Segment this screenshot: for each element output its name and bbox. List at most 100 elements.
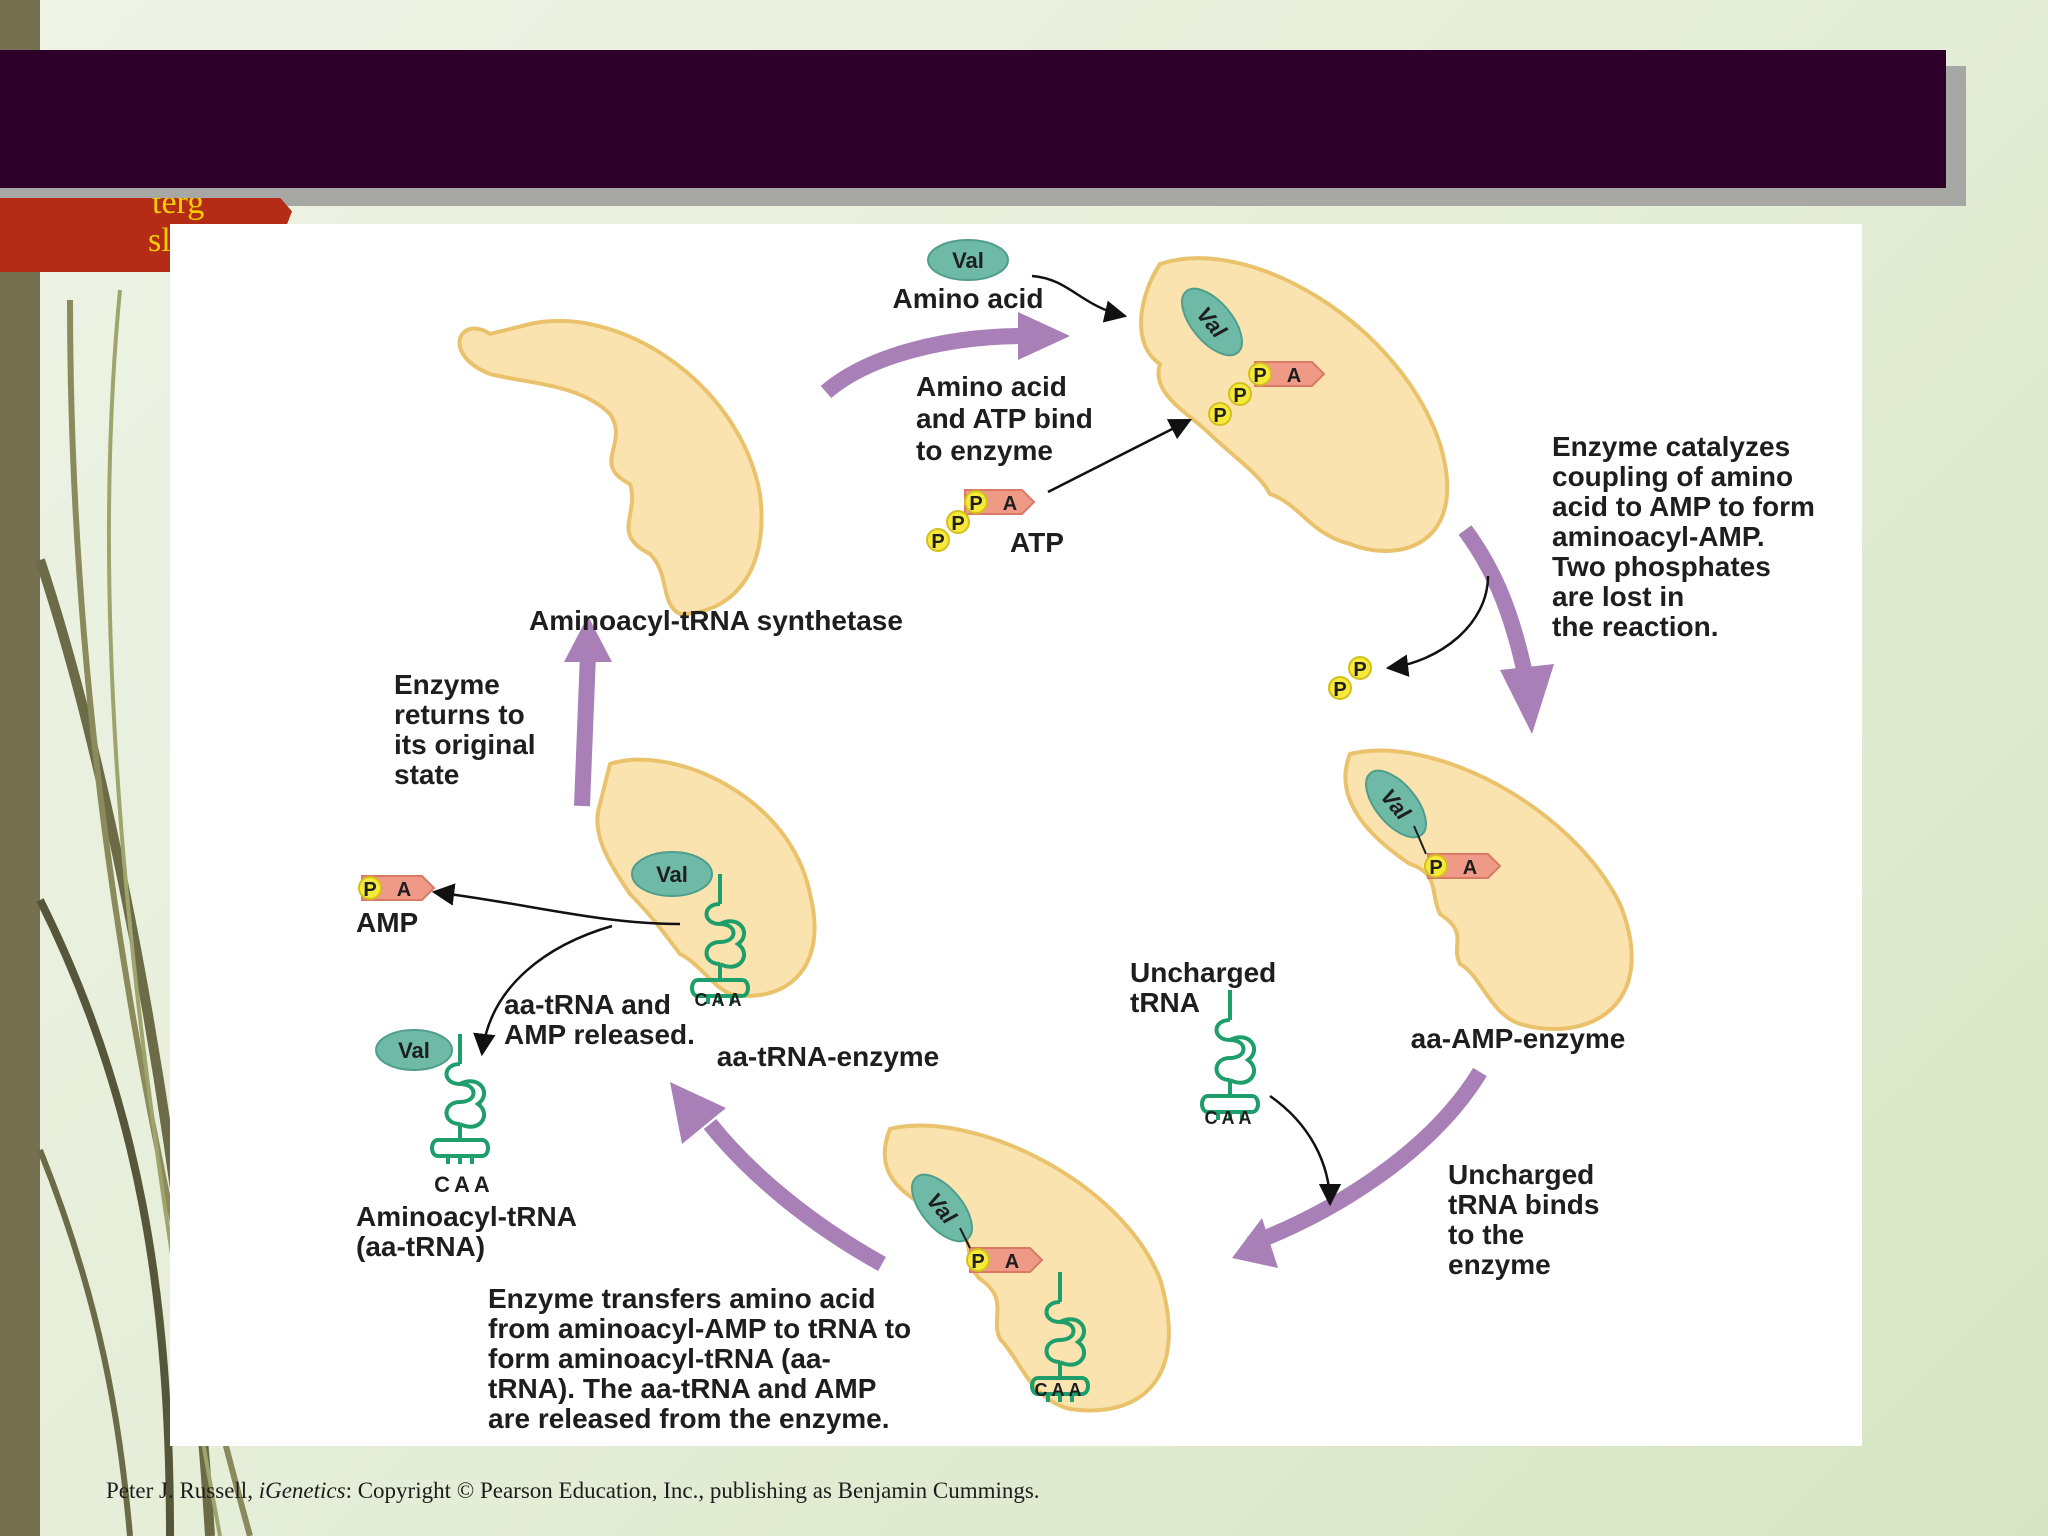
note-binds: Uncharged tRNA binds to the enzyme — [1448, 1159, 1599, 1280]
svg-text:P: P — [971, 1251, 984, 1273]
svg-text:A: A — [1287, 365, 1301, 387]
svg-text:P: P — [1253, 365, 1266, 387]
footer-rest: : Copyright © Pearson Education, Inc., p… — [345, 1478, 1040, 1503]
note-bind: Amino acid and ATP bind to enzyme — [916, 371, 1093, 466]
enzyme-top-left — [457, 318, 764, 617]
svg-text:to the: to the — [1448, 1219, 1524, 1250]
diagram-panel: Val Val Val Val Val Val P A P P P A P P … — [170, 224, 1862, 1446]
caa-bottom-enzyme: CAA — [1035, 1380, 1086, 1400]
svg-text:tRNA: tRNA — [1130, 987, 1200, 1018]
arrow-amino-acid — [1031, 274, 1128, 323]
cycle-arrowhead-bottom-left — [670, 1082, 726, 1144]
svg-text:Aminoacyl-tRNA: Aminoacyl-tRNA — [356, 1201, 577, 1232]
svg-text:A: A — [1463, 857, 1477, 879]
svg-text:P: P — [931, 531, 944, 553]
tab-text-bottom: sl — [148, 222, 171, 259]
svg-text:Val: Val — [952, 248, 984, 273]
svg-text:Enzyme: Enzyme — [394, 669, 500, 700]
arrow-trna-bind — [1269, 1094, 1342, 1207]
svg-text:Val: Val — [398, 1038, 430, 1063]
footer-book: iGenetics — [258, 1478, 346, 1503]
svg-text:P: P — [969, 493, 982, 515]
arrow-atp — [1047, 418, 1193, 494]
label-uncharged-trna: Uncharged tRNA — [1130, 957, 1276, 1018]
svg-text:Enzyme catalyzes: Enzyme catalyzes — [1552, 431, 1790, 462]
svg-text:and ATP bind: and ATP bind — [916, 403, 1093, 434]
tab-text-top: terg — [152, 184, 205, 221]
atp-bound: P A P P — [1208, 361, 1326, 427]
note-released: aa-tRNA and AMP released. — [504, 989, 695, 1050]
svg-text:state: state — [394, 759, 459, 790]
trna-uncharged — [1200, 988, 1260, 1122]
caa-left-enzyme: CAA — [695, 990, 746, 1010]
cycle-arrowhead-bottom-right — [1232, 1218, 1278, 1268]
svg-text:are lost in: are lost in — [1552, 581, 1684, 612]
label-aminoacyl-trna: Aminoacyl-tRNA (aa-tRNA) — [356, 1201, 577, 1262]
val-right: Val — [1365, 769, 1427, 839]
cycle-arrowhead-top — [1018, 312, 1070, 360]
label-synthetase: Aminoacyl-tRNA synthetase — [529, 605, 903, 636]
title-bar — [0, 50, 1946, 188]
caa-uncharged: CAA — [1205, 1108, 1256, 1128]
svg-text:Uncharged: Uncharged — [1448, 1159, 1594, 1190]
footer-author: Peter J. Russell, — [106, 1478, 259, 1503]
copyright-footer: Peter J. Russell, iGenetics: Copyright ©… — [106, 1478, 1040, 1504]
svg-text:enzyme: enzyme — [1448, 1249, 1551, 1280]
label-atp: ATP — [1010, 527, 1064, 558]
svg-text:its original: its original — [394, 729, 536, 760]
svg-text:P: P — [1233, 385, 1246, 407]
svg-text:A: A — [397, 879, 411, 901]
svg-text:P: P — [1333, 679, 1346, 701]
note-returns: Enzyme returns to its original state — [394, 669, 536, 790]
svg-text:acid to AMP to form: acid to AMP to form — [1552, 491, 1815, 522]
svg-text:Enzyme transfers amino acid: Enzyme transfers amino acid — [488, 1283, 875, 1314]
val-bottom: Val — [911, 1173, 973, 1243]
label-aa-trna-enzyme: aa-tRNA-enzyme — [717, 1041, 940, 1072]
svg-text:A: A — [1005, 1251, 1019, 1273]
svg-text:tRNA binds: tRNA binds — [1448, 1189, 1599, 1220]
label-aa-amp-enzyme: aa-AMP-enzyme — [1411, 1023, 1626, 1054]
arrow-amp-release — [431, 883, 681, 926]
arrow-pp-lost — [1385, 575, 1490, 677]
val-left-enzyme: Val — [631, 851, 713, 897]
amp-right-enzyme: P A — [1413, 825, 1502, 879]
svg-text:from aminoacyl-AMP to tRNA to: from aminoacyl-AMP to tRNA to — [488, 1313, 911, 1344]
caa-free: CAA — [434, 1172, 494, 1197]
cycle-arrow-top — [820, 328, 1026, 399]
cycle-arrow-bottom-left — [703, 1119, 886, 1271]
svg-text:aa-tRNA and: aa-tRNA and — [504, 989, 671, 1020]
svg-text:returns to: returns to — [394, 699, 525, 730]
atp-free: P A P P — [926, 489, 1036, 553]
svg-text:P: P — [1353, 659, 1366, 681]
svg-text:P: P — [951, 513, 964, 535]
cycle-arrowhead-right — [1500, 664, 1554, 734]
svg-text:Uncharged: Uncharged — [1130, 957, 1276, 988]
svg-text:form aminoacyl-tRNA (aa-: form aminoacyl-tRNA (aa- — [488, 1343, 831, 1374]
val-free-trna: Val — [375, 1029, 453, 1071]
val-top-right: Val — [1181, 287, 1243, 357]
svg-text:P: P — [1429, 857, 1442, 879]
svg-text:to enzyme: to enzyme — [916, 435, 1053, 466]
svg-text:the reaction.: the reaction. — [1552, 611, 1718, 642]
pyrophosphate: P P — [1328, 656, 1372, 701]
note-catalyze: Enzyme catalyzes coupling of amino acid … — [1552, 431, 1815, 642]
cycle-arrow-left — [574, 653, 596, 807]
amp-released: P A — [358, 875, 436, 901]
svg-text:aminoacyl-AMP.: aminoacyl-AMP. — [1552, 521, 1765, 552]
svg-text:P: P — [1213, 405, 1226, 427]
svg-text:(aa-tRNA): (aa-tRNA) — [356, 1231, 485, 1262]
svg-text:tRNA). The aa-tRNA and AMP: tRNA). The aa-tRNA and AMP — [488, 1373, 876, 1404]
note-transfer: Enzyme transfers amino acid from aminoac… — [488, 1283, 911, 1434]
svg-text:P: P — [363, 879, 376, 901]
cycle-arrowhead-left — [564, 616, 612, 662]
svg-text:are released from the enzyme.: are released from the enzyme. — [488, 1403, 890, 1434]
label-amp: AMP — [356, 907, 418, 938]
arrow-aatrna-release — [473, 924, 613, 1057]
svg-text:Amino acid: Amino acid — [916, 371, 1067, 402]
label-amino-acid: Amino acid — [893, 283, 1044, 314]
svg-text:A: A — [1003, 493, 1017, 515]
svg-text:coupling of amino: coupling of amino — [1552, 461, 1793, 492]
cycle-arrow-right — [1458, 525, 1533, 676]
trna-charging-diagram: Val Val Val Val Val Val P A P P P A P P … — [356, 239, 1815, 1434]
svg-text:Two phosphates: Two phosphates — [1552, 551, 1771, 582]
